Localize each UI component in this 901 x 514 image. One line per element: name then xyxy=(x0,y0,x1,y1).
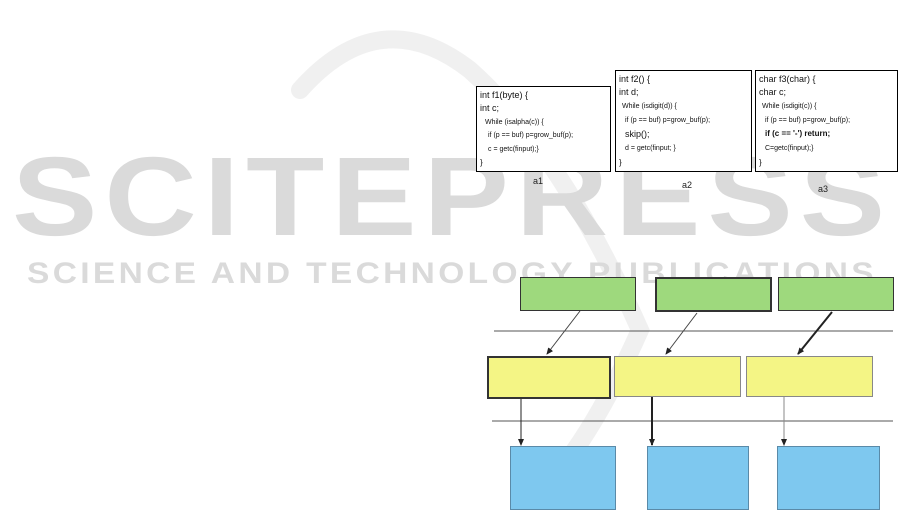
code-line: c = getc(finput);} xyxy=(488,146,539,153)
blue-node-2 xyxy=(647,446,749,510)
green-node-1 xyxy=(520,277,636,311)
code-line: C=getc(finput);} xyxy=(765,145,814,152)
blue-node-3 xyxy=(777,446,880,510)
code-block-a3: char f3(char) { char c; While (isdigit(c… xyxy=(755,70,898,172)
caption-a1: a1 xyxy=(533,176,544,186)
code-line: char f3(char) { xyxy=(759,74,816,84)
green-node-3 xyxy=(778,277,894,311)
code-line: d = getc(finput; } xyxy=(625,145,676,152)
code-line: While (isdigit(c)) { xyxy=(762,103,817,110)
caption-a3: a3 xyxy=(818,184,829,194)
arrow-green1-to-yellow1 xyxy=(546,310,581,355)
yellow-node-1 xyxy=(487,356,611,399)
code-line: int c; xyxy=(480,103,500,113)
code-block-a1: int f1(byte) { int c; While (isalpha(c))… xyxy=(476,86,611,172)
yellow-node-2 xyxy=(614,356,741,397)
code-line: While (isdigit(d)) { xyxy=(622,103,677,110)
code-line: int d; xyxy=(619,87,639,97)
code-line: } xyxy=(619,158,622,167)
code-block-a2: int f2() { int d; While (isdigit(d)) { i… xyxy=(615,70,752,172)
code-line: int f1(byte) { xyxy=(480,90,529,100)
code-line: if (p == buf) p=grow_buf(p); xyxy=(625,117,711,124)
code-line: if (p == buf) p=grow_buf(p); xyxy=(765,117,851,124)
yellow-node-3 xyxy=(746,356,873,397)
code-line: char c; xyxy=(759,87,787,97)
code-line: if (p == buf) p=grow_buf(p); xyxy=(488,132,574,139)
arrow-green2-to-yellow2 xyxy=(665,312,698,355)
blue-node-1 xyxy=(510,446,616,510)
arrow-green3-to-yellow3 xyxy=(797,311,833,355)
green-node-2 xyxy=(655,277,772,312)
code-line: if (c == '-') return; xyxy=(765,129,831,138)
code-line: While (isalpha(c)) { xyxy=(485,119,544,126)
code-line: } xyxy=(759,158,762,167)
code-line: skip(); xyxy=(625,129,650,139)
code-line: } xyxy=(480,158,483,167)
code-line: int f2() { xyxy=(619,74,651,84)
caption-a2: a2 xyxy=(682,180,693,190)
